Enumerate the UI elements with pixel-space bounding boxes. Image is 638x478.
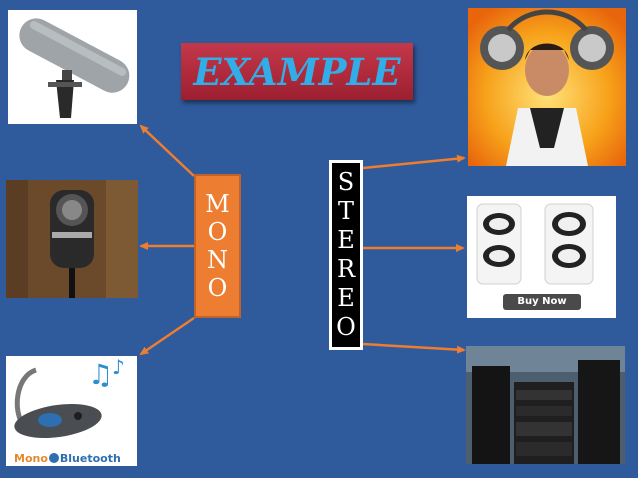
shotgun-microphone-image xyxy=(8,10,137,124)
mono-letter: O xyxy=(207,218,228,246)
page-title: EXAMPLE xyxy=(193,49,401,94)
stereo-letter: O xyxy=(336,313,356,341)
arrow-mono-to-headset xyxy=(139,316,195,356)
mono-box: M O N O xyxy=(194,174,241,318)
stereo-box: S T E R E O xyxy=(329,160,363,350)
bluetooth-headset-image: ♫ ♪ Mono Bluetooth xyxy=(6,356,137,466)
mono-letter: O xyxy=(207,274,228,302)
arrow-stereo-to-system xyxy=(362,342,466,354)
mono-label: Mono xyxy=(14,452,48,465)
title-box: EXAMPLE xyxy=(181,43,413,100)
headphone-man-image xyxy=(468,8,626,166)
stereo-letter: T xyxy=(337,197,354,225)
mono-letter: N xyxy=(207,246,228,274)
stereo-letter: E xyxy=(337,226,355,254)
bluetooth-label: Bluetooth xyxy=(59,452,121,465)
buy-now-button: Buy Now xyxy=(503,294,581,310)
arrow-mono-to-shotgun xyxy=(139,124,195,177)
stereo-system-image xyxy=(466,346,625,464)
desktop-speakers-image: Buy Now xyxy=(467,196,616,318)
stereo-letter: R xyxy=(336,255,356,283)
svg-text:♫: ♫ xyxy=(88,358,113,391)
arrow-stereo-to-headphones xyxy=(362,154,466,170)
stereo-letter: E xyxy=(337,284,355,312)
stereo-letter: S xyxy=(337,168,355,196)
mono-letter: M xyxy=(205,190,230,218)
svg-text:♪: ♪ xyxy=(112,356,125,379)
studio-microphone-image xyxy=(6,180,138,298)
bluetooth-icon xyxy=(48,453,59,463)
